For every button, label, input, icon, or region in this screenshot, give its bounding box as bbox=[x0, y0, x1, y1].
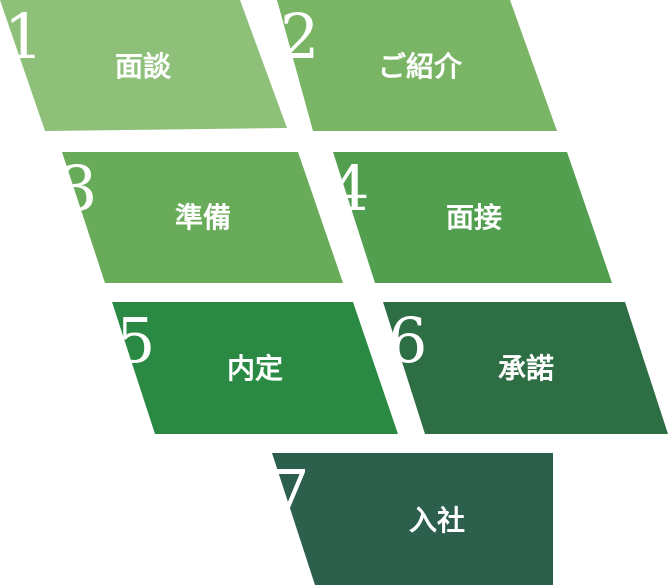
step-shape bbox=[333, 152, 612, 283]
step-shape bbox=[62, 152, 343, 283]
step-number: 5 bbox=[116, 304, 155, 377]
step-2: ご紹介 2 bbox=[277, 0, 557, 131]
step-number: 7 bbox=[270, 456, 309, 529]
step-label: 入社 bbox=[409, 504, 465, 537]
step-label: 面談 bbox=[115, 50, 172, 83]
step-number: 4 bbox=[330, 152, 369, 225]
step-number: 2 bbox=[280, 0, 319, 73]
step-7: 入社 7 bbox=[270, 453, 553, 585]
step-4: 面接 4 bbox=[330, 152, 612, 283]
step-shape bbox=[112, 302, 398, 434]
step-3: 準備 3 bbox=[58, 152, 343, 283]
step-shape bbox=[277, 0, 557, 131]
step-label: 内定 bbox=[227, 352, 283, 385]
step-label: ご紹介 bbox=[378, 50, 463, 83]
step-number: 3 bbox=[58, 152, 97, 225]
step-1: 面談 1 bbox=[0, 0, 287, 131]
step-number: 6 bbox=[388, 304, 427, 377]
step-shape bbox=[272, 453, 553, 585]
step-shape bbox=[0, 0, 287, 131]
step-label: 準備 bbox=[175, 201, 231, 234]
step-label: 承諾 bbox=[498, 352, 554, 385]
step-shape bbox=[383, 302, 668, 434]
step-number: 1 bbox=[4, 0, 43, 73]
step-5: 内定 5 bbox=[112, 302, 398, 434]
step-6: 承諾 6 bbox=[383, 302, 668, 434]
step-label: 面接 bbox=[446, 201, 502, 234]
